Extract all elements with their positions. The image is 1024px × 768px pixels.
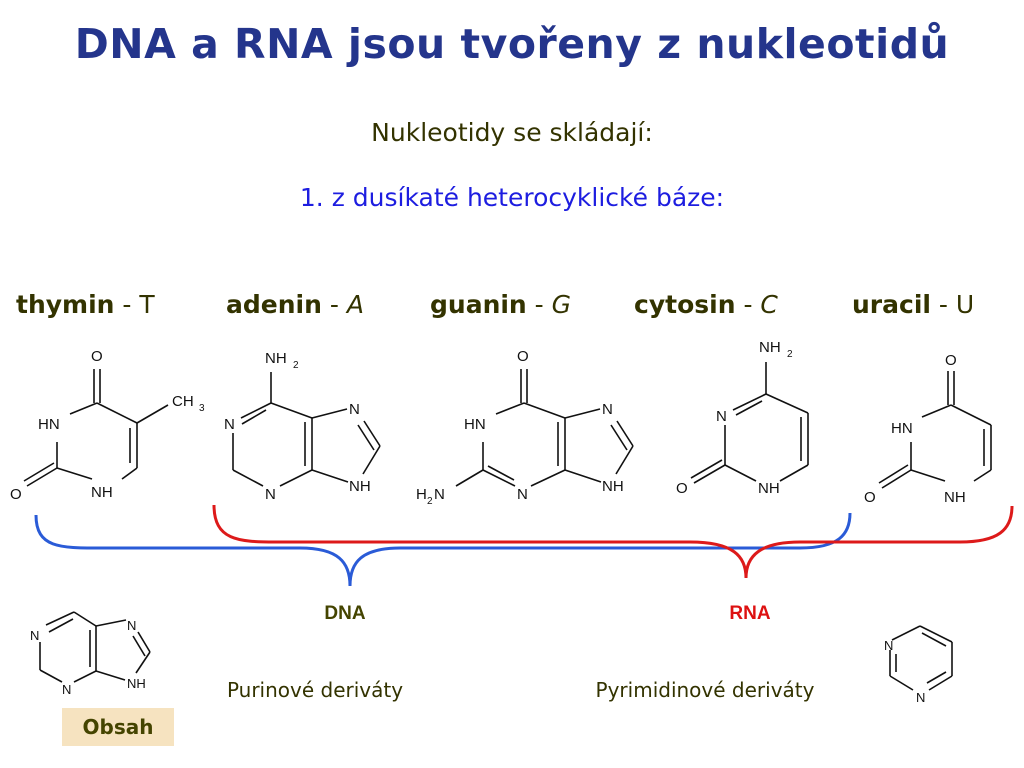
- base-label-adenin: adenin - A: [226, 290, 364, 319]
- nitrogen-atom: N: [62, 682, 71, 697]
- oxygen-atom: O: [91, 348, 103, 365]
- oxygen-atom: O: [864, 489, 876, 506]
- base-letter: T: [139, 290, 155, 319]
- nitrogen-atom: N: [349, 401, 360, 418]
- base-name: guanin: [430, 290, 527, 319]
- amino-group: NH: [265, 350, 287, 367]
- subscript: 2: [293, 360, 299, 371]
- obsah-button[interactable]: Obsah: [62, 708, 174, 746]
- amino-group: H: [416, 486, 427, 503]
- pyrimidine-structure: N N: [884, 625, 953, 705]
- base-label-guanin: guanin - G: [430, 290, 571, 319]
- purine-structure: N N N NH: [30, 611, 151, 697]
- uracil-structure: O HN NH O: [864, 352, 992, 506]
- nitrogen-atom: N: [224, 416, 235, 433]
- oxygen-atom: O: [945, 352, 957, 369]
- oxygen-atom: O: [517, 348, 529, 365]
- nitrogen-atom: N: [127, 618, 136, 633]
- base-letter: G: [551, 290, 572, 319]
- cytosine-structure: NH 2 N NH O: [676, 339, 809, 497]
- hn-group: HN: [38, 416, 60, 433]
- amino-group: N: [434, 486, 445, 503]
- nitrogen-atom: N: [265, 486, 276, 503]
- pyrimidine-label: Pyrimidinové deriváty: [595, 678, 815, 702]
- nitrogen-atom: N: [602, 401, 613, 418]
- hn-group: HN: [464, 416, 486, 433]
- base-name: adenin: [226, 290, 322, 319]
- guanine-structure: O HN N H 2 N N NH: [416, 348, 634, 507]
- nh-group: NH: [602, 478, 624, 495]
- base-letter: A: [346, 290, 364, 319]
- hn-group: HN: [891, 420, 913, 437]
- page-title: DNA a RNA jsou tvořeny z nukleotidů: [74, 20, 950, 68]
- nitrogen-atom: N: [517, 486, 528, 503]
- base-sep: -: [526, 290, 552, 319]
- base-sep: -: [321, 290, 347, 319]
- nitrogen-atom: N: [884, 638, 893, 653]
- dna-label: DNA: [324, 603, 366, 624]
- nh-group: NH: [944, 489, 966, 506]
- nitrogen-atom: N: [916, 690, 925, 705]
- base-label-uracil: uracil - U: [852, 290, 974, 319]
- base-sep: -: [735, 290, 761, 319]
- subscript: 2: [787, 349, 793, 360]
- rna-label: RNA: [729, 603, 771, 624]
- base-letter: C: [760, 290, 778, 319]
- base-name: thymin: [16, 290, 115, 319]
- subscript: 2: [427, 496, 433, 507]
- base-label-thymin: thymin - T: [16, 290, 155, 319]
- subscript: 3: [199, 403, 205, 414]
- base-name: uracil: [852, 290, 931, 319]
- rna-bracket: [212, 504, 1014, 579]
- nh-group: NH: [349, 478, 371, 495]
- purine-label: Purinové deriváty: [226, 678, 404, 702]
- nh-group: NH: [91, 484, 113, 501]
- dna-bracket: [34, 512, 852, 587]
- methyl-group: CH: [172, 393, 194, 410]
- nitrogen-atom: N: [30, 628, 39, 643]
- oxygen-atom: O: [676, 480, 688, 497]
- base-sep: -: [930, 290, 956, 319]
- thymine-structure: O HN NH O CH 3: [10, 348, 205, 503]
- subtitle: Nukleotidy se skládají:: [371, 118, 653, 147]
- base-letter: U: [955, 290, 975, 319]
- amino-group: NH: [759, 339, 781, 356]
- nh-group: NH: [127, 676, 146, 691]
- point-1: 1. z dusíkaté heterocyklické báze:: [299, 183, 725, 212]
- base-name: cytosin: [634, 290, 736, 319]
- adenine-structure: NH 2 N N N NH: [224, 350, 381, 503]
- base-label-cytosin: cytosin - C: [634, 290, 778, 319]
- nitrogen-atom: N: [716, 408, 727, 425]
- base-sep: -: [114, 290, 140, 319]
- nh-group: NH: [758, 480, 780, 497]
- oxygen-atom: O: [10, 486, 22, 503]
